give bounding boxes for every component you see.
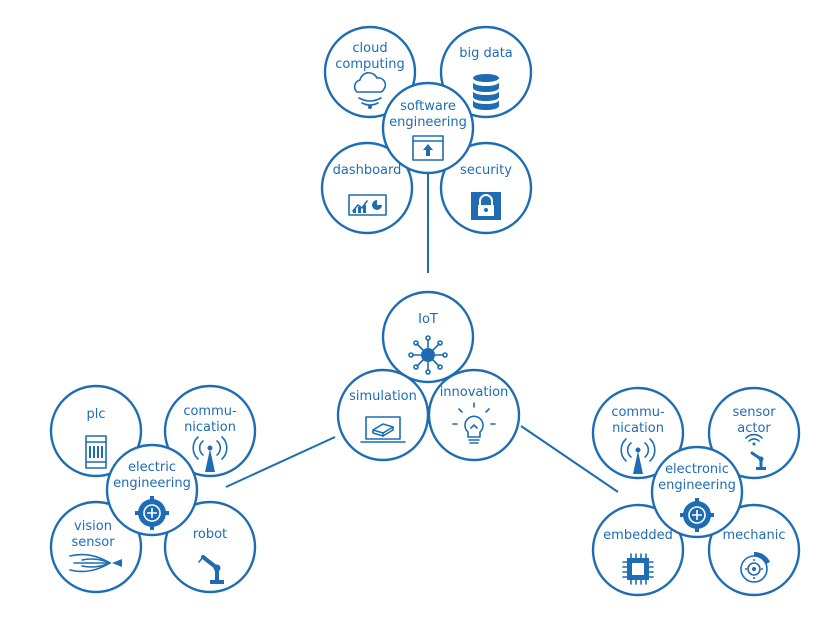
node-security: security [439,141,533,235]
node-label: big data [459,46,513,61]
vision-sensor-icon [69,553,122,573]
robot-arm-icon [198,555,224,584]
lock-icon [471,192,501,220]
node-label: electric [128,460,176,475]
lightbulb-icon [452,402,496,444]
node-mechanic: mechanic [707,503,801,597]
antenna-icon [620,438,656,474]
node-label: actor [737,421,771,436]
node-electronic-engineering: electronic engineering [650,445,744,539]
node-label: sensor [71,535,115,550]
node-label: IoT [418,312,438,327]
connector-core-electric [225,436,336,488]
node-vision-sensor: vision sensor [49,500,143,594]
cloud-icon [353,72,387,109]
node-label: simulation [349,389,417,404]
node-innovation: innovation [427,368,521,462]
dashboard-chart-icon [348,194,387,216]
node-label: security [460,163,512,178]
brake-disc-icon [740,551,770,583]
node-label: embedded [603,528,673,543]
node-cloud-computing: cloud computing [323,25,417,119]
node-label: sensor [732,405,776,420]
node-label: computing [335,57,404,72]
node-simulation: simulation [336,368,430,462]
connector-core-electronic [520,425,619,493]
gear-circuit-icon [680,498,714,532]
node-label: engineering [658,478,736,493]
node-iot: IoT [381,290,475,384]
node-robot: robot [163,500,257,594]
node-big-data: big data [439,25,533,119]
window-upload-icon [412,135,444,161]
node-label: innovation [440,385,509,400]
node-label: vision [74,519,112,534]
sensor-arm-icon [745,433,766,470]
node-label: commu- [183,404,237,419]
node-label: commu- [611,405,665,420]
node-label: nication [612,421,664,436]
node-electronic-communication: commu- nication [591,386,685,480]
node-label: electronic [665,462,729,477]
node-software-engineering: software engineering [381,81,475,175]
node-label: robot [193,527,227,542]
node-label: cloud [352,41,387,56]
node-label: dashboard [333,163,402,178]
node-plc: plc [49,384,143,478]
chip-icon [622,553,654,585]
node-label: software [400,99,456,114]
node-sensor-actor: sensor actor [707,386,801,480]
network-hub-icon [408,335,448,375]
node-embedded: embedded [591,503,685,597]
database-icon [473,74,499,110]
node-label: mechanic [722,528,785,543]
node-label: engineering [113,476,191,491]
node-electric-engineering: electric engineering [105,443,199,537]
node-label: plc [86,407,105,422]
node-dashboard: dashboard [320,141,414,235]
plc-module-icon [85,435,107,469]
node-label: nication [184,420,236,435]
node-electric-communication: commu- nication [163,384,257,478]
gear-circuit-icon [135,496,169,530]
laptop-box-icon [360,416,406,443]
node-label: engineering [389,115,467,130]
antenna-icon [192,436,228,472]
